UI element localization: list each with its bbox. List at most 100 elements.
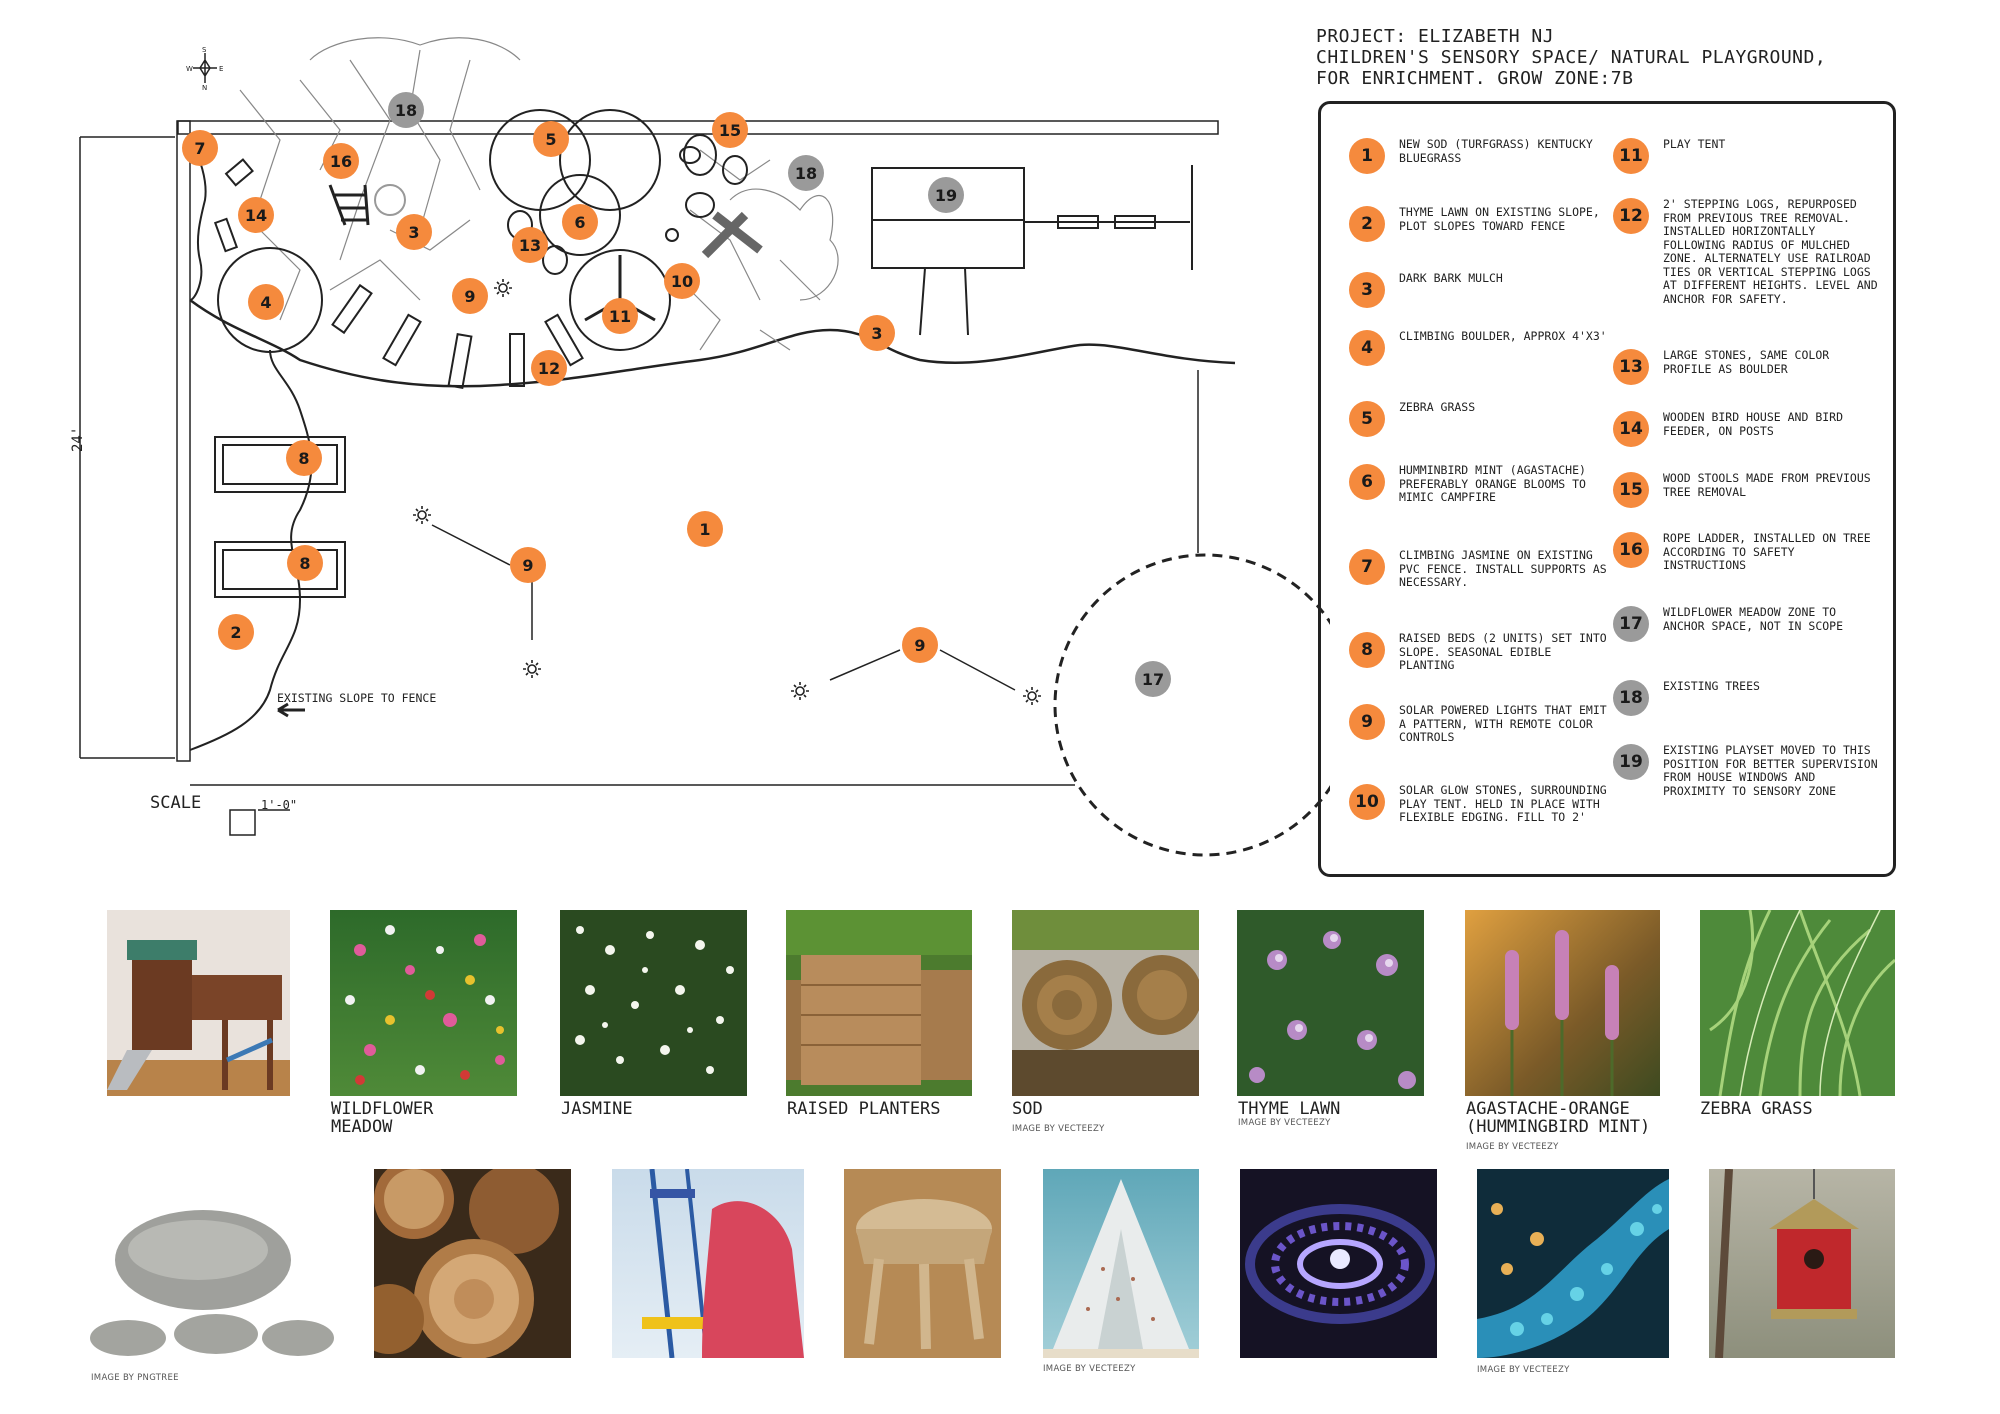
birdhouse-photo <box>1709 1169 1895 1358</box>
legend-badge: 13 <box>1613 349 1649 385</box>
svg-text:17: 17 <box>1142 670 1164 689</box>
legend-text: EXISTING TREES <box>1663 679 1760 693</box>
legend-text: WOODEN BIRD HOUSE AND BIRD FEEDER, ON PO… <box>1663 410 1844 438</box>
plan-marker: 7 <box>182 130 218 166</box>
legend-badge: 19 <box>1613 744 1649 780</box>
legend-text: WILDFLOWER MEADOW ZONE TO ANCHOR SPACE, … <box>1663 605 1844 633</box>
legend-badge: 1 <box>1349 138 1385 174</box>
legend-text: WOOD STOOLS MADE FROM PREVIOUS TREE REMO… <box>1663 471 1871 499</box>
plan-marker: 3 <box>859 315 895 351</box>
solar-light-icon <box>523 660 541 678</box>
svg-text:4: 4 <box>260 293 271 312</box>
svg-text:W: W <box>186 65 193 73</box>
svg-text:5: 5 <box>545 130 556 149</box>
plan-marker: 8 <box>287 545 323 581</box>
sod-photo <box>1012 910 1199 1096</box>
slope-note: EXISTING SLOPE TO FENCE <box>277 691 436 705</box>
svg-text:2: 2 <box>230 623 241 642</box>
solar-light-icon <box>1023 687 1041 705</box>
svg-text:9: 9 <box>522 556 533 575</box>
credit-sod: IMAGE BY VECTEEZY <box>1012 1124 1105 1134</box>
legend-badge: 18 <box>1613 680 1649 716</box>
legend-badge: 3 <box>1349 272 1385 308</box>
solar-light-icon <box>413 506 431 524</box>
legend-item: 6 HUMMINBIRD MINT (AGASTACHE) PREFERABLY … <box>1349 463 1609 505</box>
glow-stones-photo <box>1477 1169 1669 1358</box>
plan-marker: 18 <box>388 92 424 128</box>
svg-text:9: 9 <box>464 287 475 306</box>
svg-text:10: 10 <box>671 272 693 291</box>
legend-text: PLAY TENT <box>1663 137 1726 151</box>
credit-thyme-lawn: IMAGE BY VECTEEZY <box>1238 1118 1331 1128</box>
plan-marker: 16 <box>323 143 359 179</box>
legend-badge: 6 <box>1349 464 1385 500</box>
legend-badge: 17 <box>1613 606 1649 642</box>
tipi-tent-photo <box>1043 1169 1199 1358</box>
plan-marker: 13 <box>512 227 548 263</box>
plan-marker: 5 <box>533 121 569 157</box>
legend-text: ZEBRA GRASS <box>1399 400 1476 414</box>
legend-badge: 15 <box>1613 472 1649 508</box>
svg-text:8: 8 <box>298 449 309 468</box>
plan-marker: 2 <box>218 614 254 650</box>
plan-marker: 8 <box>286 440 322 476</box>
project-title: PROJECT: ELIZABETH NJ CHILDREN'S SENSORY… <box>1316 26 1827 89</box>
svg-text:7: 7 <box>194 139 205 158</box>
legend-item: 11 PLAY TENT <box>1613 137 1883 174</box>
svg-text:3: 3 <box>871 324 882 343</box>
credit-glow-stones: IMAGE BY VECTEEZY <box>1477 1365 1570 1375</box>
logs-photo <box>374 1169 571 1358</box>
raised-planters-photo <box>786 910 972 1096</box>
svg-text:E: E <box>219 65 223 73</box>
legend-text: ROPE LADDER, INSTALLED ON TREE ACCORDING… <box>1663 531 1871 572</box>
caption-wildflower-meadow: WILDFLOWER MEADOW <box>331 1099 434 1137</box>
plan-marker: 18 <box>788 155 824 191</box>
caption-raised-planters: RAISED PLANTERS <box>787 1099 941 1119</box>
caption-thyme-lawn: THYME LAWN <box>1238 1099 1341 1119</box>
caption-agastache: AGASTACHE-ORANGE (HUMMINGBIRD MINT) <box>1466 1099 1651 1137</box>
legend-badge: 9 <box>1349 704 1385 740</box>
plan-marker: 9 <box>510 547 546 583</box>
legend-item: 17 WILDFLOWER MEADOW ZONE TO ANCHOR SPACE… <box>1613 605 1883 642</box>
playset-photo <box>107 910 290 1096</box>
scale-unit: 1'-0" <box>261 798 297 812</box>
thyme-lawn-photo <box>1237 910 1424 1096</box>
svg-text:9: 9 <box>914 636 925 655</box>
legend-item: 15 WOOD STOOLS MADE FROM PREVIOUS TREE RE… <box>1613 471 1883 508</box>
legend-text: HUMMINBIRD MINT (AGASTACHE) PREFERABLY O… <box>1399 463 1586 504</box>
jasmine-photo <box>560 910 747 1096</box>
legend-badge: 16 <box>1613 532 1649 568</box>
svg-text:19: 19 <box>935 186 957 205</box>
plan-marker: 1 <box>687 511 723 547</box>
svg-text:11: 11 <box>609 307 631 326</box>
legend-text: EXISTING PLAYSET MOVED TO THIS POSITION … <box>1663 743 1878 798</box>
svg-text:18: 18 <box>795 164 817 183</box>
solar-light-icon <box>791 682 809 700</box>
plan-marker: 6 <box>562 204 598 240</box>
svg-text:3: 3 <box>408 223 419 242</box>
compass: S W N E <box>186 46 223 92</box>
agastache-photo <box>1465 910 1660 1096</box>
legend-text: 2' STEPPING LOGS, REPURPOSED FROM PREVIO… <box>1663 197 1878 306</box>
caption-zebra-grass: ZEBRA GRASS <box>1700 1099 1813 1119</box>
dimension-label: 24' <box>70 427 86 452</box>
svg-text:12: 12 <box>538 359 560 378</box>
svg-text:15: 15 <box>719 121 741 140</box>
zebra-grass-photo <box>1700 910 1895 1096</box>
svg-text:N: N <box>202 84 207 92</box>
svg-text:18: 18 <box>395 101 417 120</box>
plan-marker: 14 <box>238 197 274 233</box>
credit-agastache: IMAGE BY VECTEEZY <box>1466 1142 1559 1152</box>
legend-badge: 4 <box>1349 330 1385 366</box>
legend-badge: 10 <box>1349 784 1385 820</box>
legend-badge: 11 <box>1613 138 1649 174</box>
legend-text: THYME LAWN ON EXISTING SLOPE, PLOT SLOPE… <box>1399 205 1600 233</box>
plan-marker: 19 <box>928 177 964 213</box>
legend-item: 16 ROPE LADDER, INSTALLED ON TREE ACCORDI… <box>1613 531 1883 573</box>
